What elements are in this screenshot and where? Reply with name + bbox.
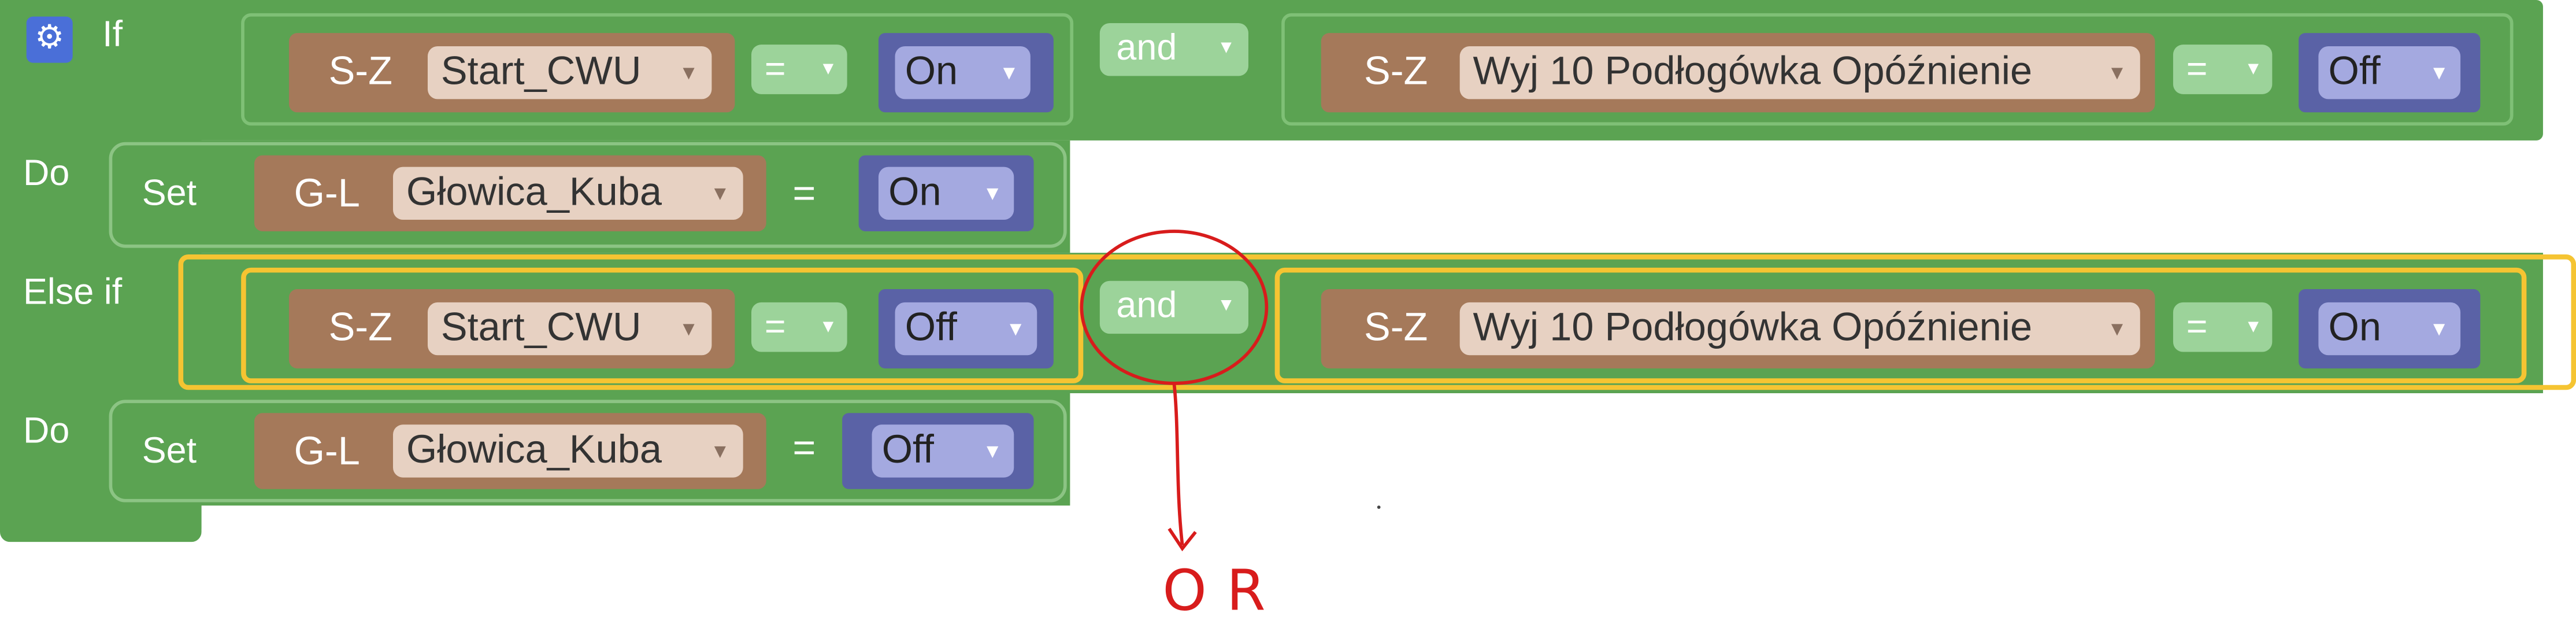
- value-block[interactable]: Off ▼: [878, 289, 1054, 369]
- variable-dropdown[interactable]: Wyj 10 Podłogówka Opóźnienie ▼: [1459, 302, 2140, 356]
- value-dropdown[interactable]: Off ▼: [2318, 46, 2461, 99]
- operator-dropdown[interactable]: =▼: [751, 302, 847, 352]
- elseif-left-compare-frame[interactable]: [241, 267, 1084, 383]
- operator-dropdown[interactable]: =▼: [2173, 302, 2273, 352]
- do-keyword-1: Do: [23, 152, 70, 194]
- value-dropdown[interactable]: On ▼: [895, 46, 1031, 99]
- set-keyword: Set: [142, 429, 197, 471]
- variable-prefix: S-Z: [328, 305, 393, 350]
- triangle-down-icon: ▼: [999, 61, 1019, 84]
- value-block[interactable]: On ▼: [878, 33, 1054, 113]
- variable-dropdown[interactable]: Wyj 10 Podłogówka Opóźnienie ▼: [1459, 46, 2140, 99]
- value-block[interactable]: On ▼: [858, 155, 1034, 231]
- connector-label: and: [1116, 284, 1177, 326]
- variable-prefix: S-Z: [1363, 49, 1428, 94]
- if-keyword: If: [102, 13, 123, 55]
- gear-icon[interactable]: ⚙: [26, 16, 73, 63]
- value-block[interactable]: On ▼: [2299, 289, 2481, 369]
- variable-dropdown[interactable]: Start_CWU ▼: [427, 302, 712, 356]
- variable-block[interactable]: S-Z Wyj 10 Podłogówka Opóźnienie ▼: [1321, 33, 2155, 113]
- triangle-down-icon: ▼: [2107, 317, 2127, 341]
- triangle-down-icon: ▼: [2107, 61, 2127, 84]
- set-keyword: Set: [142, 172, 197, 213]
- variable-name: Start_CWU: [440, 305, 642, 350]
- stray-dot: [1377, 505, 1381, 509]
- operator-label: =: [764, 305, 786, 347]
- and-connector-dropdown[interactable]: and ▼: [1099, 280, 1248, 334]
- triangle-down-icon: ▼: [2429, 61, 2449, 84]
- variable-dropdown[interactable]: Start_CWU ▼: [427, 46, 712, 99]
- variable-dropdown[interactable]: Głowica_Kuba ▼: [392, 167, 743, 220]
- value-dropdown[interactable]: Off ▼: [895, 302, 1037, 356]
- triangle-down-icon: ▼: [819, 59, 837, 80]
- variable-block[interactable]: S-Z Wyj 10 Podłogówka Opóźnienie ▼: [1321, 289, 2155, 369]
- connector-label: and: [1116, 26, 1177, 68]
- triangle-down-icon: ▼: [1217, 295, 1236, 316]
- do-keyword-2: Do: [23, 409, 70, 451]
- variable-dropdown[interactable]: Głowica_Kuba ▼: [392, 424, 743, 478]
- value-label: Off: [881, 427, 934, 473]
- variable-name: Głowica_Kuba: [406, 427, 662, 473]
- variable-block[interactable]: G-L Głowica_Kuba ▼: [254, 155, 766, 231]
- variable-prefix: S-Z: [328, 49, 393, 94]
- triangle-down-icon: ▼: [1217, 38, 1236, 58]
- operator-dropdown[interactable]: =▼: [2173, 45, 2273, 94]
- annotation-arrow-head: [1167, 527, 1197, 552]
- value-dropdown[interactable]: On ▼: [2318, 302, 2461, 356]
- triangle-down-icon: ▼: [679, 61, 699, 84]
- value-label: Off: [2328, 49, 2381, 94]
- triangle-down-icon: ▼: [983, 439, 1003, 463]
- annotation-circle: [1080, 230, 1269, 385]
- triangle-down-icon: ▼: [2429, 317, 2449, 341]
- value-block[interactable]: Off ▼: [842, 413, 1034, 489]
- variable-prefix: G-L: [294, 429, 360, 474]
- variable-name: Wyj 10 Podłogówka Opóźnienie: [1473, 49, 2033, 94]
- variable-block[interactable]: S-Z Start_CWU ▼: [288, 289, 735, 369]
- variable-name: Głowica_Kuba: [406, 170, 662, 215]
- triangle-down-icon: ▼: [2244, 317, 2263, 337]
- if-left-compare-frame[interactable]: [241, 13, 1074, 126]
- triangle-down-icon: ▼: [983, 182, 1003, 205]
- operator-label: =: [2186, 47, 2208, 90]
- operator-dropdown[interactable]: =▼: [751, 45, 847, 94]
- and-connector-dropdown[interactable]: and ▼: [1099, 23, 1248, 76]
- assign-operator: =: [792, 426, 816, 471]
- triangle-down-icon: ▼: [679, 317, 699, 341]
- variable-block[interactable]: G-L Głowica_Kuba ▼: [254, 413, 766, 489]
- variable-name: Wyj 10 Podłogówka Opóźnienie: [1473, 305, 2033, 350]
- triangle-down-icon: ▼: [2244, 59, 2263, 80]
- assign-operator: =: [792, 172, 816, 217]
- triangle-down-icon: ▼: [710, 182, 730, 205]
- if-block-foot: [0, 496, 202, 542]
- value-label: On: [888, 170, 942, 215]
- if-right-compare-frame[interactable]: [1281, 13, 2514, 126]
- variable-name: Start_CWU: [440, 49, 642, 94]
- triangle-down-icon: ▼: [819, 317, 837, 337]
- triangle-down-icon: ▼: [710, 439, 730, 463]
- annotation-arrow-line: [1172, 383, 1184, 546]
- variable-block[interactable]: S-Z Start_CWU ▼: [288, 33, 735, 113]
- elseif-keyword: Else if: [23, 271, 123, 312]
- variable-prefix: S-Z: [1363, 305, 1428, 350]
- elseif-condition-selected[interactable]: [178, 254, 2576, 390]
- value-label: Off: [905, 305, 957, 350]
- annotation-or-text: OR: [1162, 558, 1285, 625]
- triangle-down-icon: ▼: [1006, 317, 1026, 341]
- value-block[interactable]: Off ▼: [2299, 33, 2481, 113]
- value-dropdown[interactable]: On ▼: [878, 167, 1014, 220]
- operator-label: =: [2186, 305, 2208, 347]
- value-label: On: [905, 49, 958, 94]
- value-dropdown[interactable]: Off ▼: [872, 424, 1014, 478]
- elseif-right-compare-frame[interactable]: [1274, 267, 2527, 383]
- operator-label: =: [764, 47, 786, 90]
- variable-prefix: G-L: [294, 172, 360, 217]
- value-label: On: [2328, 305, 2381, 350]
